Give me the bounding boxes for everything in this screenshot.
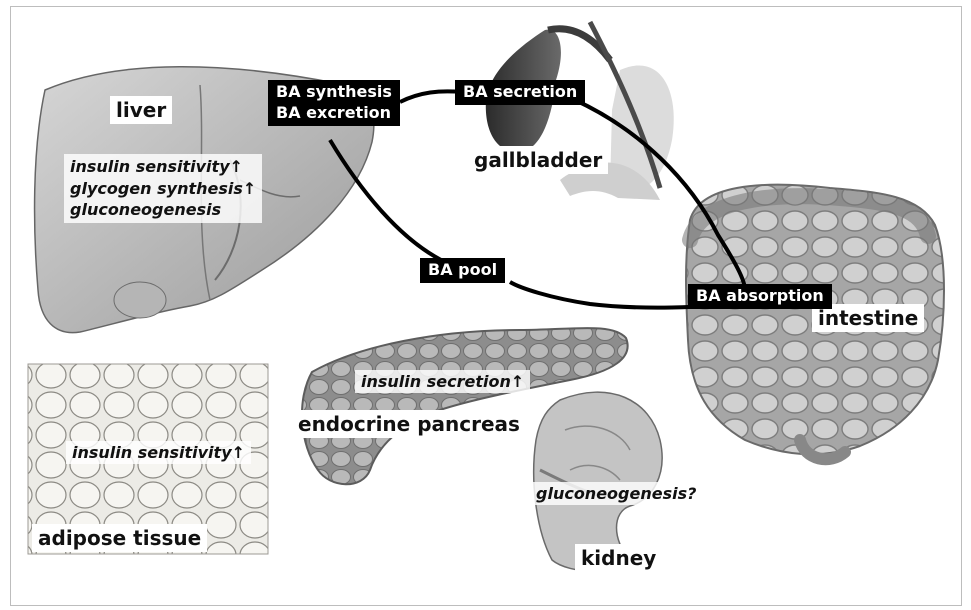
kidney-label: kidney <box>575 544 662 572</box>
liver-label: liver <box>110 96 172 124</box>
liver-effect-insulin-sensitivity: insulin sensitivity↑ <box>70 156 256 178</box>
ba-secretion-label: BA secretion <box>455 80 585 105</box>
ba-pool-label: BA pool <box>420 258 505 283</box>
adipose-effect: insulin sensitivity↑ <box>66 441 251 464</box>
kidney-effect: gluconeogenesis? <box>530 482 702 505</box>
ba-synthesis-text: BA synthesis <box>276 82 392 103</box>
gallbladder-label: gallbladder <box>468 146 608 174</box>
pancreas-effect: insulin secretion↑ <box>355 370 530 393</box>
liver-effect-gluconeogenesis: gluconeogenesis <box>70 199 256 221</box>
flow-synthesis-to-secretion <box>400 91 462 102</box>
ba-absorption-label: BA absorption <box>688 284 832 309</box>
ba-synthesis-excretion-label: BA synthesis BA excretion <box>268 80 400 126</box>
ba-excretion-text: BA excretion <box>276 103 392 124</box>
adipose-tissue-label: adipose tissue <box>32 524 207 552</box>
endocrine-pancreas-label: endocrine pancreas <box>292 410 526 438</box>
liver-effect-glycogen-synthesis: glycogen synthesis↑ <box>70 178 256 200</box>
liver-effects: insulin sensitivity↑ glycogen synthesis↑… <box>64 154 262 223</box>
